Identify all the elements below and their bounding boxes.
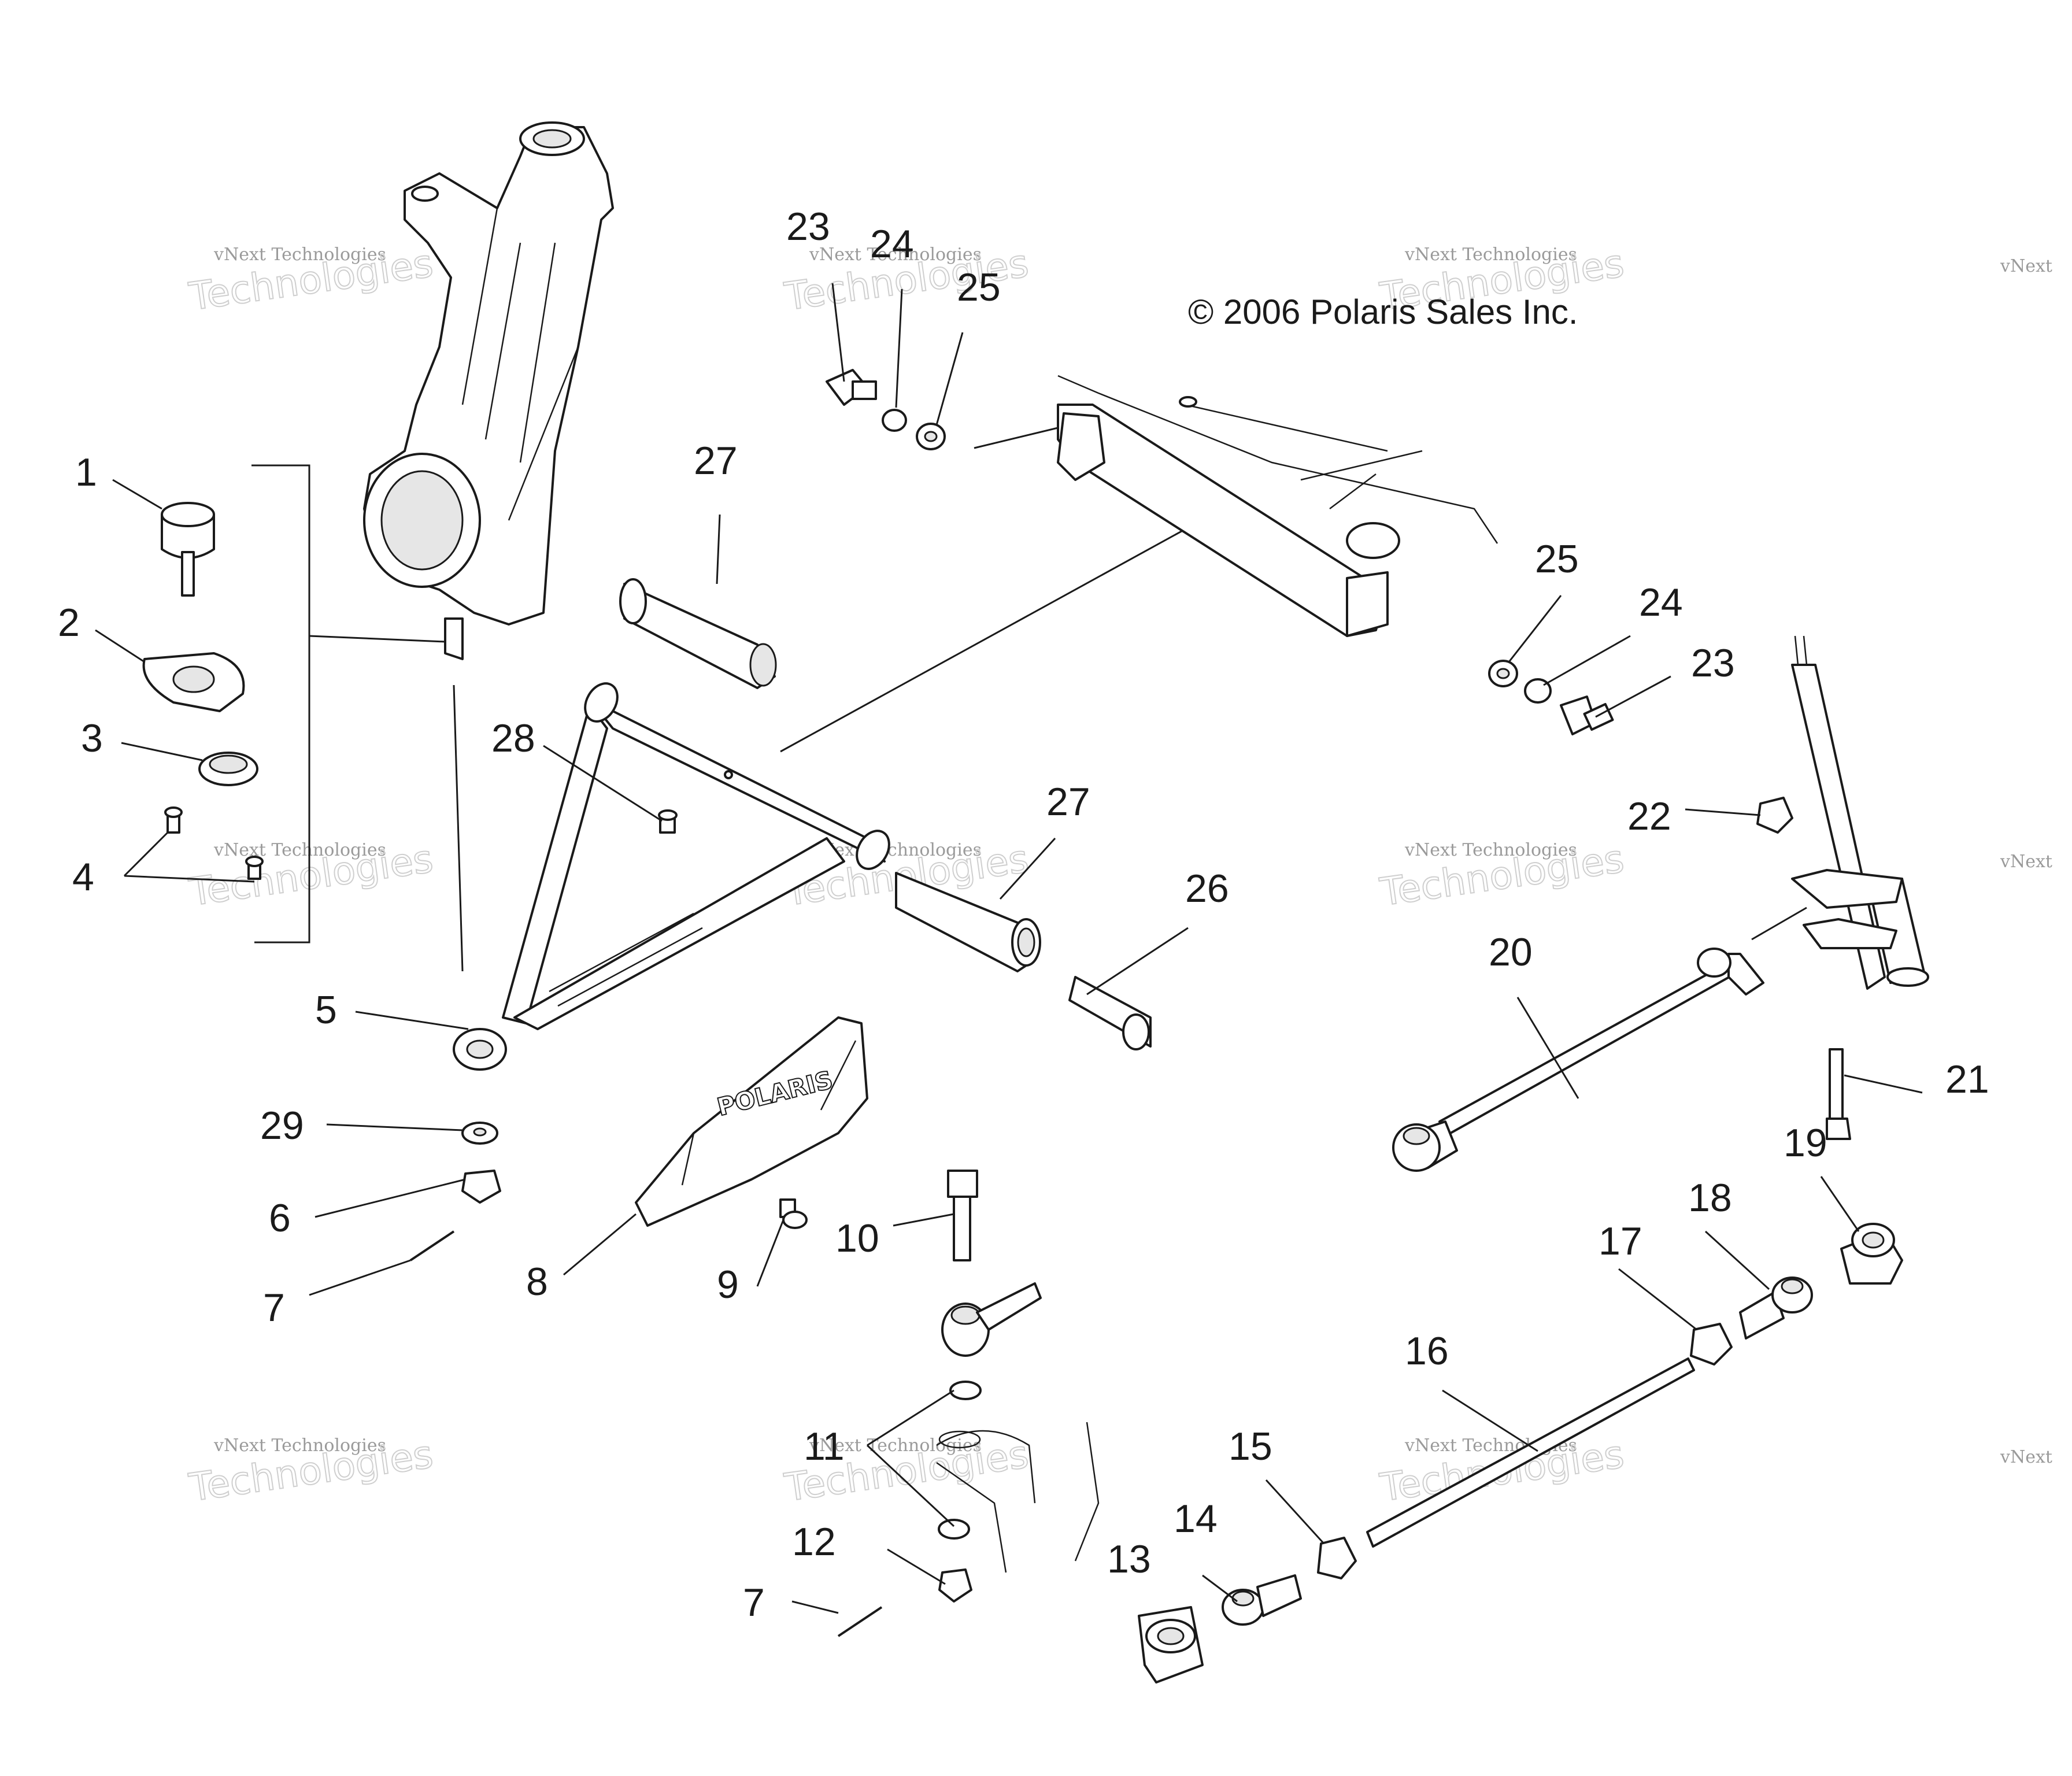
leader-line <box>780 525 1192 753</box>
callout-5: 5 <box>315 988 337 1032</box>
callout-19: 19 <box>1784 1121 1827 1165</box>
callout-26: 26 <box>1185 867 1229 911</box>
frame-crossmember <box>1057 375 1498 637</box>
callout-11: 11 <box>804 1424 845 1468</box>
callout-7a: 7 <box>263 1286 285 1330</box>
group-bracket <box>251 464 310 944</box>
callout-10: 10 <box>835 1216 879 1260</box>
callout-25a: 25 <box>957 265 1001 309</box>
part-26-bushing <box>1068 976 1152 1050</box>
callout-18: 18 <box>1688 1176 1732 1220</box>
watermark-text: vNext Technologies <box>213 1435 386 1456</box>
tie-rod-end-upper <box>941 1282 1042 1357</box>
part-7-cotter-pin <box>409 1230 455 1261</box>
callout-16: 16 <box>1405 1329 1449 1373</box>
part-5-a-arm <box>453 682 890 1071</box>
part-27-pivot-tube-lower <box>895 872 1041 972</box>
part-14-rod-end <box>1222 1574 1302 1626</box>
copyright-text: © 2006 Polaris Sales Inc. <box>1188 293 1578 331</box>
callout-27a: 27 <box>694 439 738 483</box>
part-12-nut <box>938 1568 972 1603</box>
part-6-nut <box>461 1170 501 1204</box>
callout-25b: 25 <box>1535 537 1579 581</box>
callout-9: 9 <box>717 1263 739 1307</box>
knuckle-arm-partial <box>936 1422 1100 1573</box>
part-21-bolt <box>1826 1048 1851 1140</box>
part-10-bolt <box>947 1170 978 1261</box>
part-11-washer-upper <box>949 1381 982 1400</box>
part-28-grease-fitting <box>658 809 678 834</box>
leader-lines <box>95 283 1923 1614</box>
callout-27b: 27 <box>1046 780 1090 824</box>
callout-15: 15 <box>1229 1424 1272 1468</box>
part-23-bolt-right <box>1560 695 1614 735</box>
watermark-text: vNext <box>2000 1447 2052 1467</box>
part-4-grease-fittings <box>164 806 264 880</box>
callout-24b: 24 <box>1639 580 1683 624</box>
part-15-jam-nut <box>1317 1537 1357 1579</box>
watermark-text: vNext Technologies <box>213 245 386 265</box>
part-7-cotter-pin-lower <box>837 1606 883 1637</box>
watermark-text: vNext Technologies <box>213 840 386 860</box>
callout-21: 21 <box>1945 1057 1989 1101</box>
part-17-jam-nut <box>1690 1323 1733 1366</box>
part-19-bearing <box>1840 1223 1903 1285</box>
watermark-text: vNext <box>2000 256 2052 276</box>
part-8-guard: POLARIS <box>635 1016 868 1227</box>
callout-29: 29 <box>260 1104 304 1148</box>
watermark-text: vNext Technologies <box>809 245 982 265</box>
callout-23b: 23 <box>1691 641 1735 685</box>
callout-12: 12 <box>792 1520 836 1564</box>
part-16-tie-rod <box>1366 1357 1695 1548</box>
part-27-pivot-tube-upper <box>619 578 777 689</box>
callout-7b: 7 <box>743 1581 765 1625</box>
callout-3: 3 <box>81 716 103 760</box>
callout-14: 14 <box>1174 1497 1218 1541</box>
part-9-bolt <box>779 1198 808 1229</box>
part-23-bolt-top <box>826 369 877 406</box>
callout-28: 28 <box>491 716 535 760</box>
callout-24a: 24 <box>870 222 914 266</box>
part-20-adjustable-rod <box>1392 948 1764 1172</box>
callout-6: 6 <box>269 1196 291 1240</box>
part-13-bearing <box>1138 1606 1204 1684</box>
leader-line <box>1751 906 1807 941</box>
part-24-lock-washer-top <box>882 409 907 432</box>
callout-numbers: 1 2 3 4 5 29 6 7 8 9 10 11 12 7 13 14 15… <box>58 205 1989 1625</box>
callout-4: 4 <box>72 855 94 899</box>
callout-8: 8 <box>526 1260 548 1304</box>
watermark-text: vNext <box>2000 852 2052 872</box>
callout-1: 1 <box>75 450 97 494</box>
steering-post <box>1791 635 1929 990</box>
watermark-text: vNext Technologies <box>809 1435 982 1456</box>
callout-22: 22 <box>1627 794 1671 838</box>
part-11-washer-lower <box>938 1519 970 1540</box>
leader-line <box>453 684 464 972</box>
watermark-text: vNext Technologies <box>1404 840 1577 860</box>
leader-line <box>974 427 1059 449</box>
steering-knuckle <box>363 121 614 660</box>
part-22-nut <box>1756 797 1793 834</box>
callout-13: 13 <box>1107 1537 1151 1581</box>
part-18-rod-end <box>1739 1276 1813 1340</box>
leader-line <box>309 635 446 643</box>
part-1-ball-joint <box>161 502 215 597</box>
callout-2: 2 <box>58 601 80 645</box>
callout-17: 17 <box>1599 1219 1642 1263</box>
watermark-text: vNext Technologies <box>1404 245 1577 265</box>
callout-23a: 23 <box>786 205 830 249</box>
callout-20: 20 <box>1489 930 1533 974</box>
